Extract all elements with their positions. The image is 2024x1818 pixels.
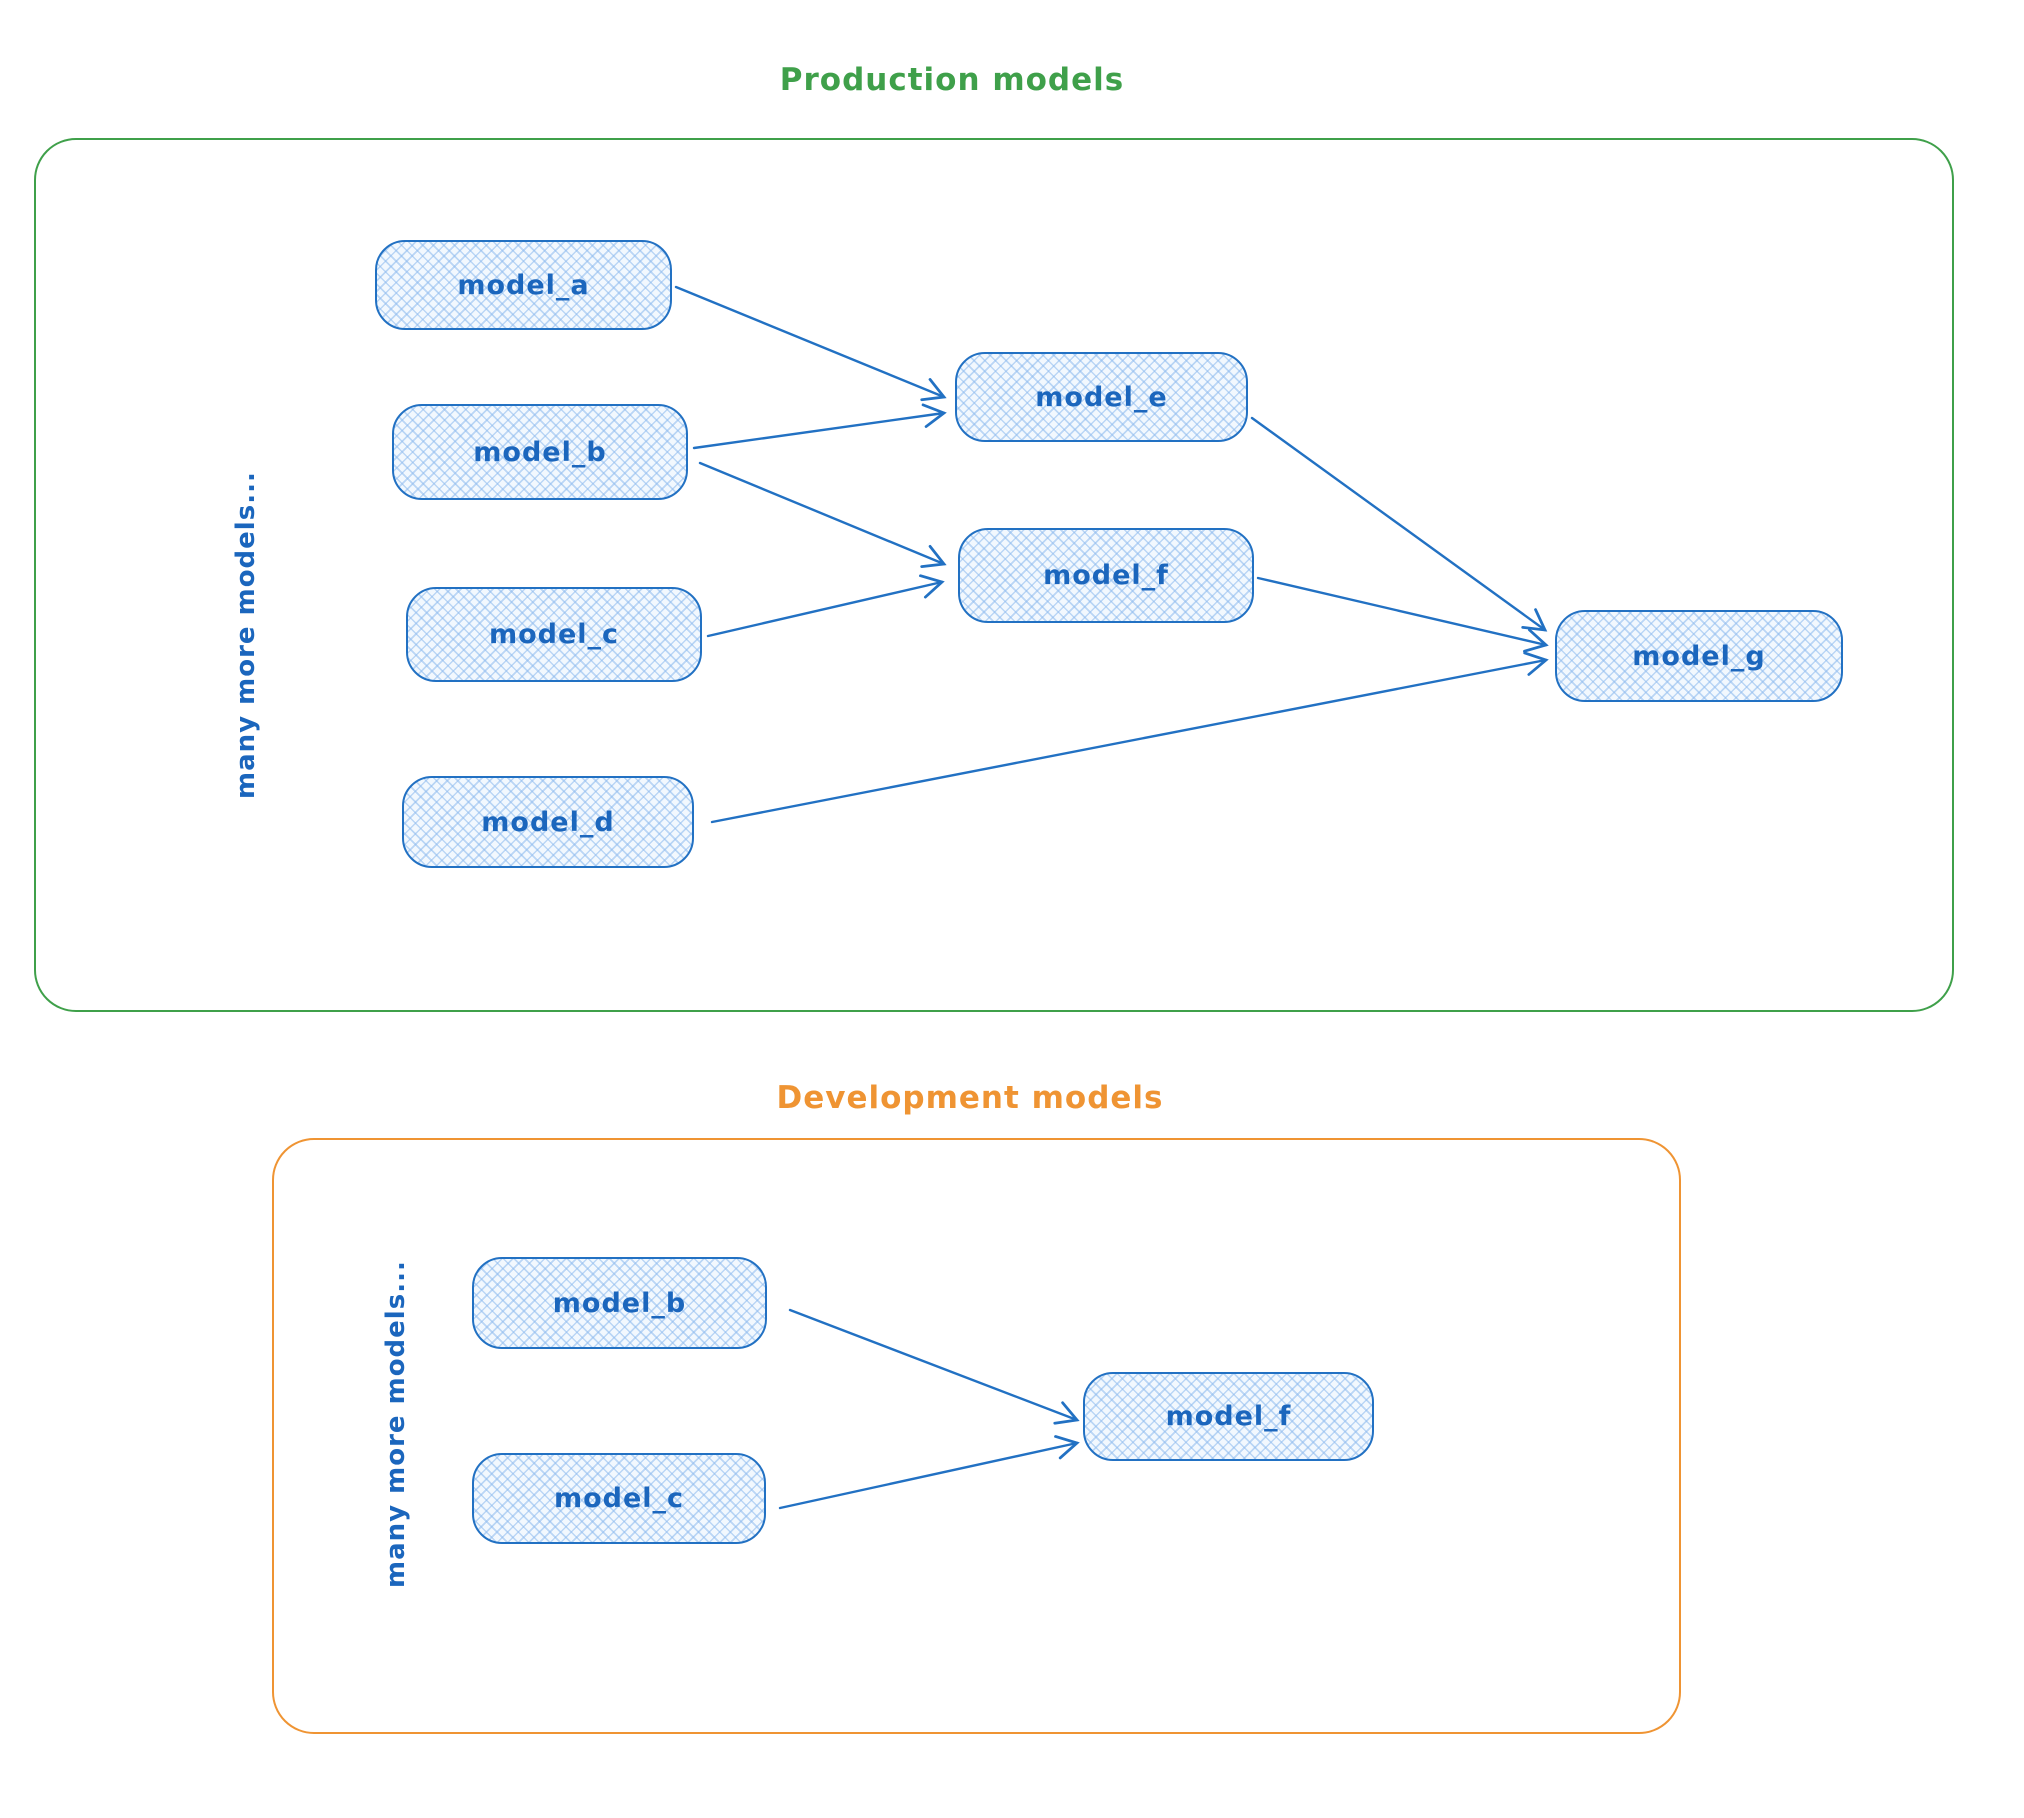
node-production-model-b: model_b bbox=[392, 404, 688, 500]
production-container bbox=[34, 138, 1954, 1012]
node-production-model-d: model_d bbox=[402, 776, 694, 868]
production-side-label: many more models... bbox=[231, 471, 261, 799]
production-title: Production models bbox=[779, 62, 1125, 98]
development-title: Development models bbox=[776, 1080, 1164, 1116]
node-production-model-e: model_e bbox=[955, 352, 1248, 442]
node-development-model-f: model_f bbox=[1083, 1372, 1374, 1461]
node-production-model-f: model_f bbox=[958, 528, 1254, 623]
node-development-model-b: model_b bbox=[472, 1257, 767, 1349]
node-production-model-g: model_g bbox=[1555, 610, 1843, 702]
node-development-model-c: model_c bbox=[472, 1453, 766, 1544]
development-side-label: many more models... bbox=[381, 1260, 411, 1588]
development-container bbox=[272, 1138, 1681, 1734]
node-production-model-a: model_a bbox=[375, 240, 672, 330]
node-production-model-c: model_c bbox=[406, 587, 702, 682]
